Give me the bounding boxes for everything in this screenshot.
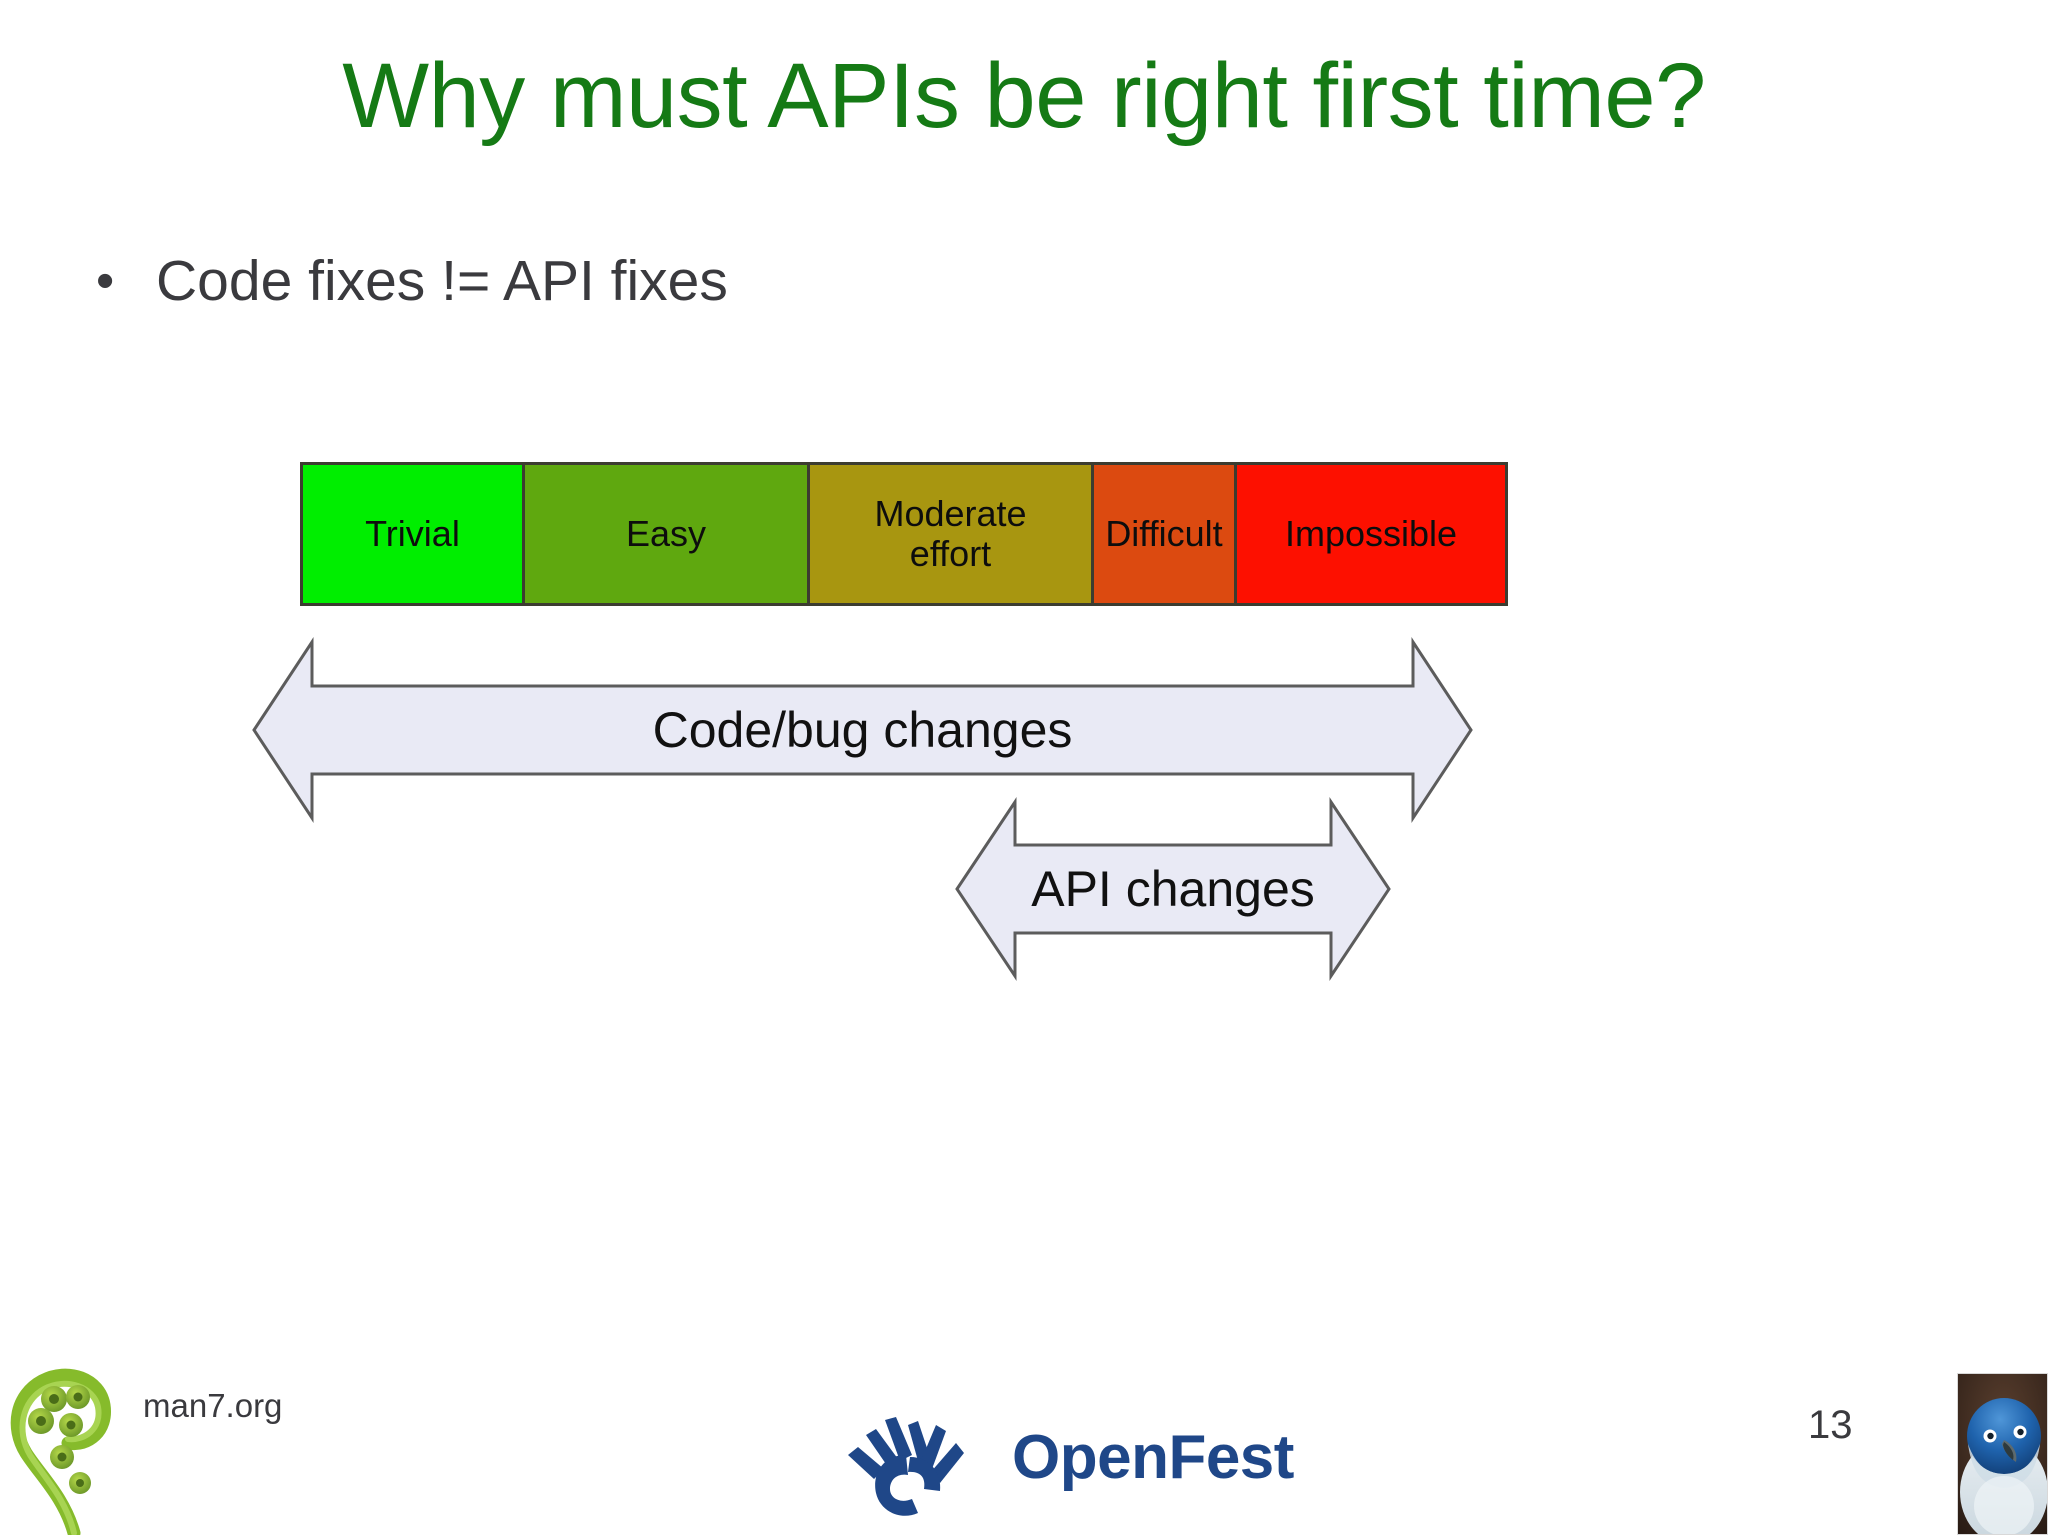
spectrum-segment-trivial: Trivial [303, 465, 525, 603]
page-title: Why must APIs be right first time? [342, 45, 1706, 147]
bullet-text: Code fixes != API fixes [156, 249, 728, 313]
penguin-image [1958, 1374, 2047, 1534]
list-item: • Code fixes != API fixes [96, 242, 1796, 320]
double-arrow-icon [955, 797, 1391, 981]
bullet-marker-icon: • [96, 252, 115, 310]
api-changes-arrow: API changes [953, 790, 1393, 988]
blue-penguin-photo [1957, 1373, 2048, 1535]
fern-koru-glyph [10, 1368, 111, 1535]
spectrum-segment-easy: Easy [525, 465, 810, 603]
openfest-mark-icon [848, 1417, 964, 1516]
spectrum-bar: Trivial Easy Moderate effort Difficult I… [300, 462, 1508, 606]
spectrum-segment-difficult: Difficult [1094, 465, 1237, 603]
spectrum-segment-label: Impossible [1284, 512, 1458, 554]
spectrum-segment-impossible: Impossible [1237, 465, 1505, 603]
difficulty-spectrum-diagram: Trivial Easy Moderate effort Difficult I… [228, 462, 1652, 1052]
spectrum-segment-label: Difficult [1105, 512, 1223, 554]
spectrum-segment-moderate-effort: Moderate effort [810, 465, 1094, 603]
spectrum-segment-label: Moderate effort [874, 492, 1027, 574]
fern-koru-icon [4, 1347, 116, 1535]
openfest-logo: OpenFest [838, 1393, 1378, 1523]
spectrum-segment-label: Easy [625, 512, 707, 554]
openfest-wordmark: OpenFest [1012, 1423, 1294, 1492]
page-number: 13 [1808, 1403, 1853, 1447]
footer-site-label: man7.org [143, 1387, 283, 1424]
double-arrow-icon [252, 636, 1473, 824]
bullet-list: • Code fixes != API fixes [96, 242, 1796, 320]
spectrum-segment-label: Trivial [365, 512, 460, 554]
